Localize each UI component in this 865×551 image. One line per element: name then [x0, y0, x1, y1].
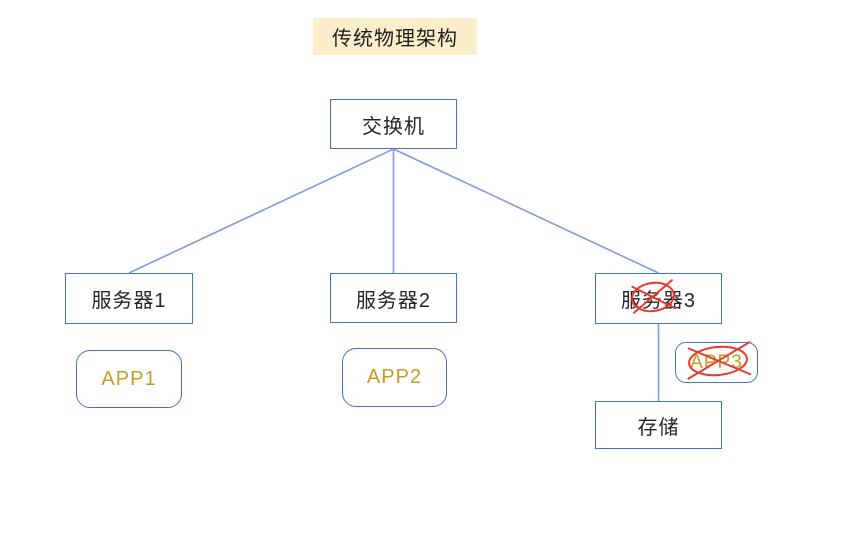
server1-node: 服务器1 [65, 273, 193, 324]
app2-node: APP2 [342, 348, 447, 407]
storage-node: 存储 [595, 401, 722, 449]
connector-switch-server3 [393, 148, 659, 274]
connector-switch-server1 [128, 148, 394, 274]
server2-node: 服务器2 [330, 273, 457, 323]
app3-node: APP3 [675, 342, 758, 383]
diagram-title: 传统物理架构 [313, 18, 477, 55]
switch-node: 交换机 [330, 99, 457, 149]
app1-node: APP1 [76, 350, 182, 408]
server3-node: 服务器3 [595, 273, 722, 324]
